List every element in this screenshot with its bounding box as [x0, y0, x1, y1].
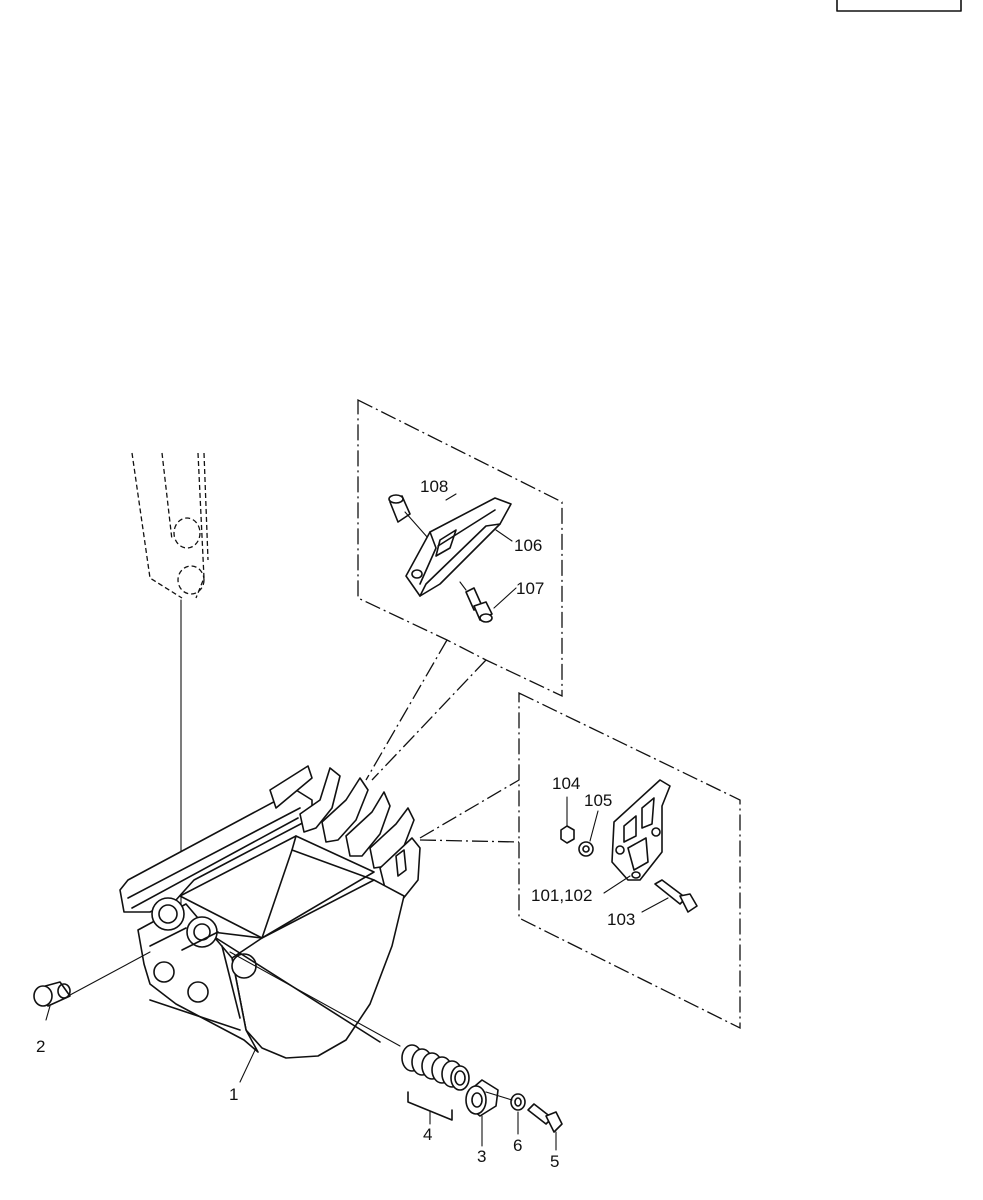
pin-axis-line-2 [485, 1091, 513, 1101]
part-6-washer [510, 1093, 526, 1135]
callout-108: 108 [420, 477, 448, 496]
callout-5: 5 [550, 1152, 559, 1171]
part-107-pin [465, 587, 493, 623]
part-3-spacer [465, 1079, 499, 1147]
arm-dashed-outline [131, 452, 209, 599]
detail-leader-lines [365, 639, 520, 843]
pin-axis-line [229, 951, 401, 1047]
callout-1: 1 [229, 1085, 238, 1104]
part-105-washer [578, 810, 599, 857]
part-4-shim-pack [401, 1044, 470, 1125]
part-108-bush [388, 494, 411, 523]
part-103-bolt [641, 879, 698, 913]
callout-105: 105 [584, 791, 612, 810]
title-box [836, 0, 962, 12]
part-1-bucket [119, 765, 421, 1059]
callout-106: 106 [514, 536, 542, 555]
callout-4: 4 [423, 1125, 432, 1144]
callout-6: 6 [513, 1136, 522, 1155]
part-2-collar [33, 981, 71, 1007]
callout-104: 104 [552, 774, 580, 793]
callout-103: 103 [607, 910, 635, 929]
part-106-tooth [405, 497, 512, 597]
callout-107: 107 [516, 579, 544, 598]
callout-101-102: 101,102 [531, 886, 592, 905]
part-104-nut [560, 796, 575, 844]
callout-3: 3 [477, 1147, 486, 1166]
part-101-102-side-cutter [603, 779, 671, 894]
part-5-bolt [527, 1103, 563, 1151]
callout-2: 2 [36, 1037, 45, 1056]
